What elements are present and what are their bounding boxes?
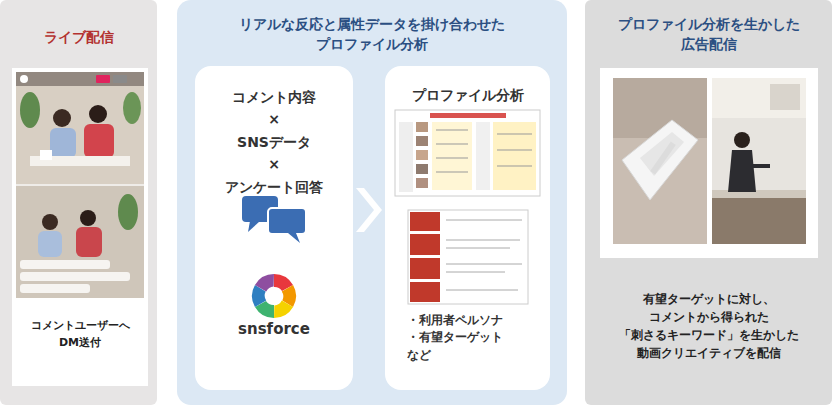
chevron-arrow (356, 188, 382, 232)
output-list: ・利用者ペルソナ ・有望ターゲット など (407, 312, 537, 364)
stage-title: ライブ配信 (4, 28, 154, 46)
stage-panel: リアルな反応と属性データを掛け合わせた プロファイル分析コメント内容 × SNS… (177, 0, 567, 405)
live-screenshot (16, 72, 144, 298)
process-box: コメント内容 × SNSデータ × アンケート回答 (195, 66, 353, 390)
body-text: 有望ターゲットに対し、 コメントから得られた 「刺さるキーワード」を生かした 動… (601, 290, 816, 362)
stage-title: プロファイル分析を生かした 広告配信 (596, 14, 821, 55)
logo-wordmark: snsforce (238, 320, 310, 338)
ad-creative-photos (600, 68, 818, 258)
stage-panel: プロファイル分析を生かした 広告配信有望ターゲットに対し、 コメントから得られた… (585, 0, 832, 405)
input-list: コメント内容 × SNSデータ × アンケート回答 (218, 86, 330, 198)
chat-icon (242, 196, 306, 243)
stage-card: コメントユーザーへ DM送付 (12, 68, 148, 386)
profile-document (395, 110, 540, 196)
snsforce-logo (245, 269, 302, 324)
stage-title: リアルな反応と属性データを掛け合わせた プロファイル分析 (217, 14, 527, 55)
body-text: コメントユーザーへ DM送付 (16, 318, 144, 351)
box-title: プロファイル分析 (393, 86, 543, 104)
process-box: プロファイル分析・利用者ペルソナ ・有望ターゲット など (385, 66, 550, 390)
persona-sheet (408, 210, 528, 304)
stage-panel: ライブ配信コメントユーザーへ DM送付 (0, 0, 157, 405)
